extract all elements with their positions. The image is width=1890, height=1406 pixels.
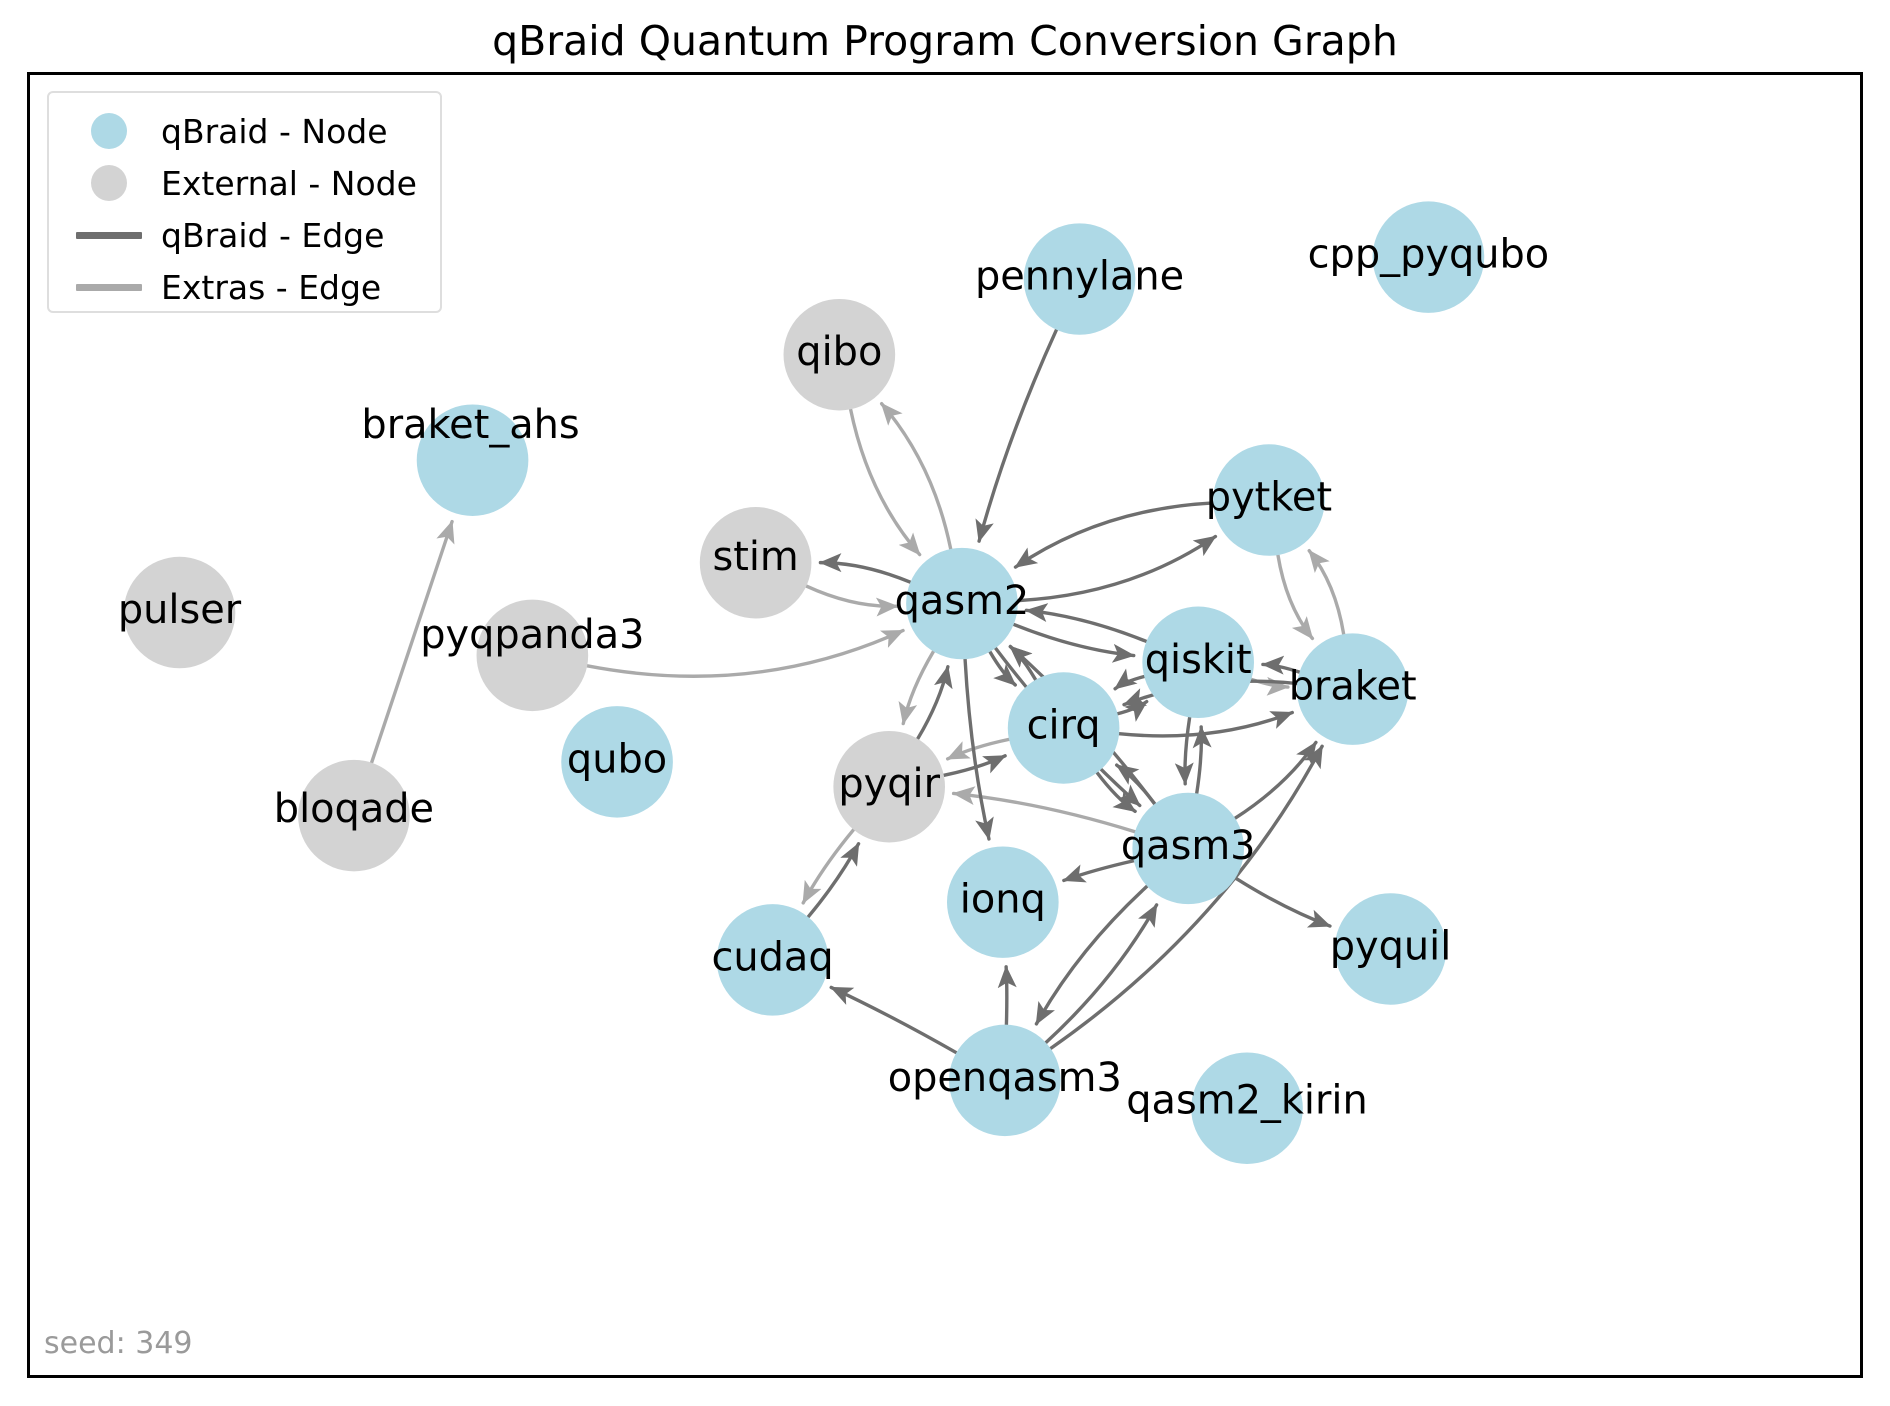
legend-line-icon [69,231,149,239]
legend-circle-icon [69,165,149,201]
graph-node-qibo[interactable] [783,298,896,411]
graph-edge [1276,553,1315,641]
legend-item-label: External - Node [161,163,417,203]
legend-item-extras-edge: Extras - Edge [49,261,440,313]
graph-edge [951,786,1137,834]
graph-edge [963,657,994,841]
seed-label: seed: 349 [44,1326,193,1361]
legend-item-label: qBraid - Edge [161,215,385,255]
graph-node-ionq[interactable] [946,846,1059,958]
graph-node-stim[interactable] [699,507,812,619]
graph-edge [801,827,856,905]
graph-edge [898,649,936,726]
graph-node-cirq[interactable] [1007,672,1120,784]
graph-edge [1044,903,1159,1045]
graph-node-pulser[interactable] [123,556,236,669]
graph-edge [945,737,1011,761]
graph-edge [1024,603,1149,644]
graph-edge [1113,668,1146,691]
graph-edge [1034,884,1149,1026]
graph-edge [1095,770,1137,814]
graph-node-cpp_pyqubo[interactable] [1372,201,1485,313]
graph-edge [1015,534,1218,603]
graph-node-pyqir[interactable] [833,730,945,843]
graph-edge [848,407,922,557]
graph-node-pytket[interactable] [1213,444,1325,556]
legend-item-qbraid-edge: qBraid - Edge [49,209,440,261]
graph-edge [1174,715,1194,786]
graph-edge [585,628,905,678]
legend-item-label: Extras - Edge [161,267,382,307]
legend-circle-icon [69,113,149,149]
graph-edge [1062,859,1136,883]
graph-node-qasm2[interactable] [906,547,1018,660]
graph-edge [369,519,455,765]
graph-edge [1261,655,1302,675]
graph-node-pyquil[interactable] [1334,893,1447,1005]
graph-node-bloqade[interactable] [298,759,410,872]
graph-edge [916,665,953,741]
legend-line-icon [69,283,149,291]
graph-edge [1013,501,1215,569]
graph-edge [975,328,1059,543]
page-title: qBraid Quantum Program Conversion Graph [492,17,1398,65]
node-layer [123,201,1485,1164]
graph-edge [806,842,861,919]
graph-node-pennylane[interactable] [1023,223,1136,335]
graph-edge [988,650,1017,687]
graph-edge [1192,725,1212,796]
graph-edge [1012,622,1136,663]
graph-node-qasm2_kirin[interactable] [1191,1052,1303,1164]
graph-node-openqasm3[interactable] [948,1024,1061,1137]
graph-edge [1115,763,1157,806]
graph-edge [818,553,913,584]
legend: qBraid - Node External - Node qBraid - E… [47,91,442,313]
legend-item-label: qBraid - Node [161,111,388,151]
graph-node-qasm3[interactable] [1132,792,1245,905]
graph-edge [997,965,1017,1027]
graph-node-pyqpanda3[interactable] [476,599,589,712]
graph-edge [879,402,953,551]
graph-edge [829,985,959,1055]
graph-node-qubo[interactable] [561,706,673,818]
graph-edge [1307,549,1346,636]
graph-node-cudaq[interactable] [716,904,829,1016]
graph-node-braket[interactable] [1296,633,1409,745]
legend-item-external-node: External - Node [49,157,440,209]
graph-edge [1233,876,1332,928]
graph-edge [804,584,899,617]
legend-item-qbraid-node: qBraid - Node [49,105,440,157]
graph-node-braket_ahs[interactable] [416,404,529,516]
graph-edge [1048,744,1324,1051]
graph-node-qiskit[interactable] [1142,606,1254,719]
